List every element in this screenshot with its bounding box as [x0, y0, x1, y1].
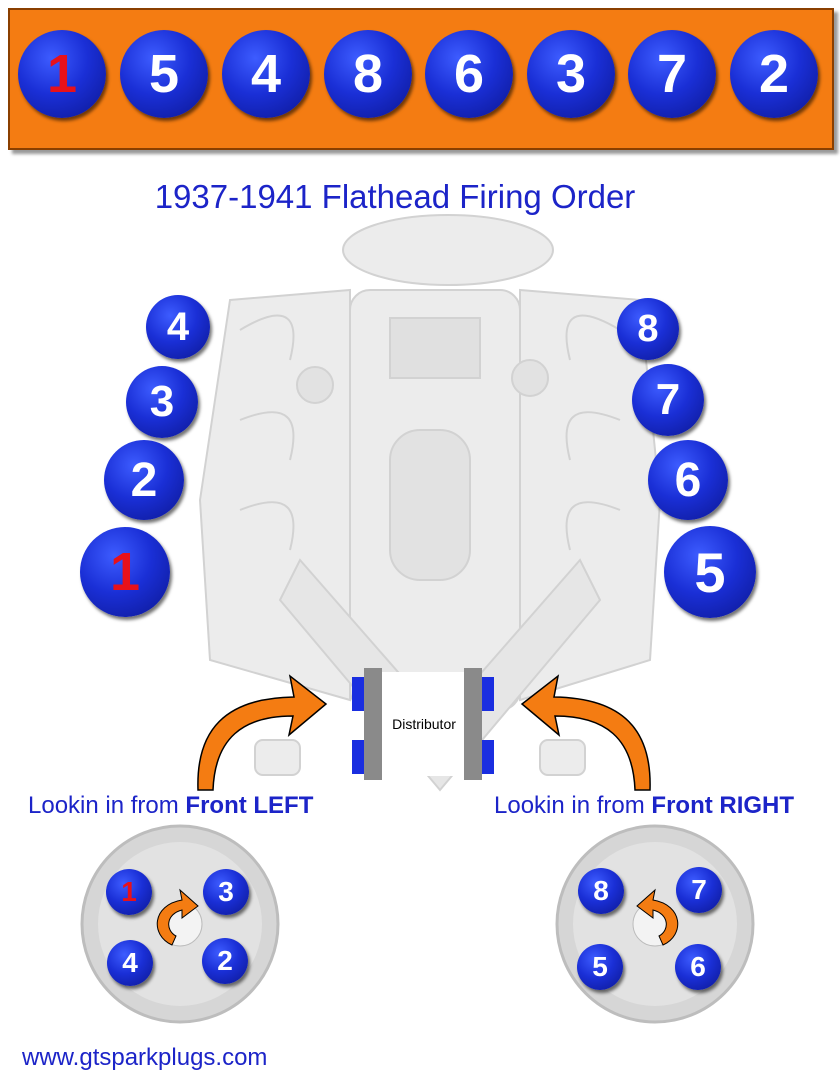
- page-title: 1937-1941 Flathead Firing Order: [154, 178, 636, 215]
- cap-right-terminal-6: 6: [675, 944, 721, 990]
- distributor-cap-right: [555, 824, 755, 1024]
- right-curved-arrow: [520, 674, 651, 791]
- engine-illustration: [198, 214, 662, 792]
- cap-right-terminal-8: 8: [578, 868, 624, 914]
- cap-right-terminal-5: 5: [577, 944, 623, 990]
- distributor: [352, 668, 494, 780]
- cap-left-terminal-3: 3: [203, 869, 249, 915]
- right-bank-cylinder-8: 8: [617, 298, 679, 360]
- left-bank-cylinder-2: 2: [104, 440, 184, 520]
- firing-order-cylinder-1: 1: [18, 30, 106, 118]
- caption-left-bold: Front LEFT: [185, 792, 314, 819]
- firing-order-cylinder-8: 2: [730, 30, 818, 118]
- firing-order-cylinder-6: 3: [527, 30, 615, 118]
- firing-order-cylinder-3: 4: [222, 30, 310, 118]
- left-bank-cylinder-4: 4: [146, 295, 210, 359]
- caption-front-right: Lookin in from Front RIGHT: [494, 792, 794, 820]
- caption-right-bold: Front RIGHT: [651, 792, 795, 819]
- rotation-arrow-right: [636, 888, 679, 946]
- cap-left-terminal-4: 4: [107, 940, 153, 986]
- right-bank-cylinder-5: 5: [664, 526, 756, 618]
- caption-right-prefix: Lookin in from: [494, 792, 652, 819]
- cap-right-terminal-7: 7: [676, 867, 722, 913]
- website-url: www.gtsparkplugs.com: [22, 1044, 268, 1071]
- right-bank-cylinder-6: 6: [648, 440, 728, 520]
- distributor-label: Distributor: [392, 716, 456, 732]
- distributor-cap-left: [80, 824, 280, 1024]
- right-bank-cylinder-7: 7: [632, 364, 704, 436]
- cap-left-terminal-2: 2: [202, 938, 248, 984]
- left-bank-cylinder-1: 1: [80, 527, 170, 617]
- rotation-arrow-left: [156, 888, 199, 946]
- firing-order-cylinder-2: 5: [120, 30, 208, 118]
- caption-front-left: Lookin in from Front LEFT: [28, 792, 313, 820]
- left-bank-cylinder-3: 3: [126, 366, 198, 438]
- left-curved-arrow: [197, 674, 328, 791]
- cap-left-terminal-1: 1: [106, 869, 152, 915]
- caption-left-prefix: Lookin in from: [28, 792, 186, 819]
- firing-order-cylinder-7: 7: [628, 30, 716, 118]
- firing-order-cylinder-5: 6: [425, 30, 513, 118]
- firing-order-cylinder-4: 8: [324, 30, 412, 118]
